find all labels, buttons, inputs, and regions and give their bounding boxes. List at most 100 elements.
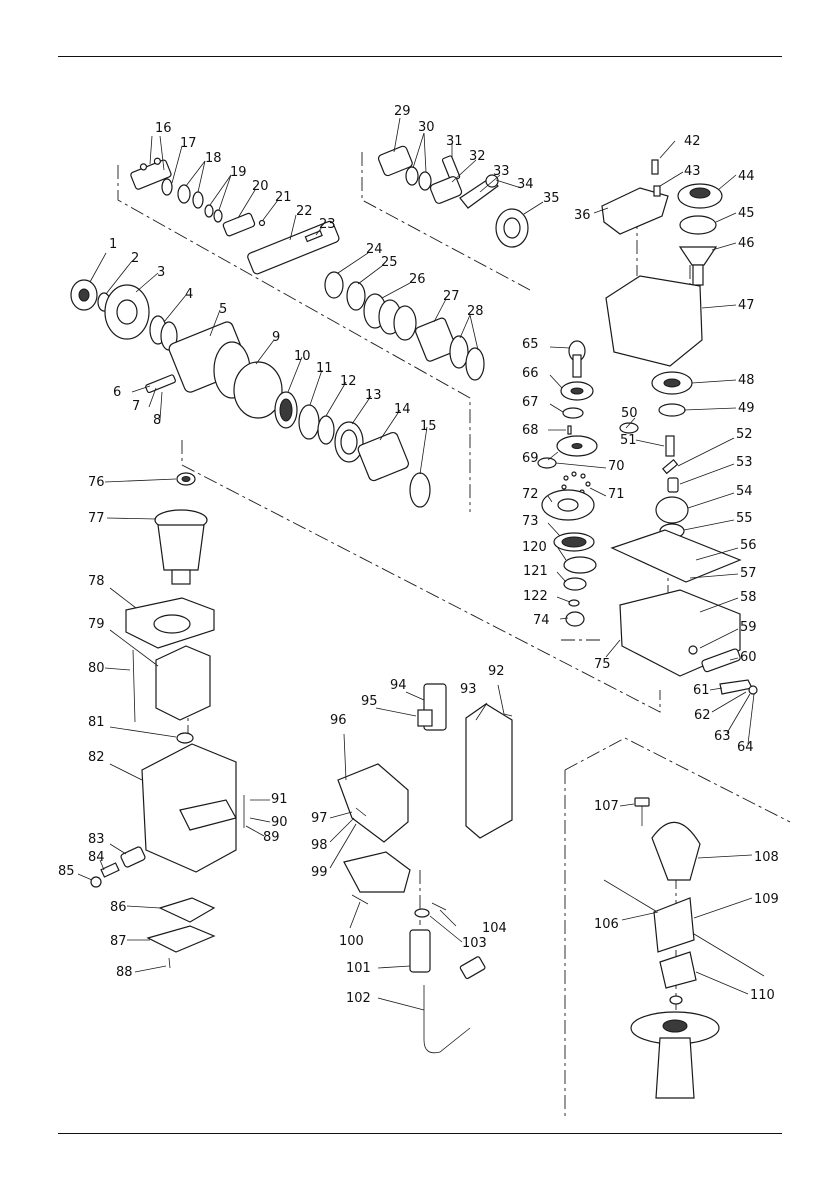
part-label-56: 56 xyxy=(740,538,757,553)
part-label-53: 53 xyxy=(736,455,753,470)
part-label-31: 31 xyxy=(446,134,463,149)
part-label-64: 64 xyxy=(737,740,754,755)
part-label-36: 36 xyxy=(574,208,591,223)
part-label-48: 48 xyxy=(738,373,755,388)
part-label-57: 57 xyxy=(740,566,757,581)
part-label-73: 73 xyxy=(522,514,539,529)
part-label-8: 8 xyxy=(153,413,161,428)
part-label-70: 70 xyxy=(608,459,625,474)
part-number-callouts: 16 17 18 19 20 21 22 23 24 25 26 27 28 2… xyxy=(58,104,779,1006)
part-label-19: 19 xyxy=(230,165,247,180)
part-label-24: 24 xyxy=(366,242,383,257)
part-label-50: 50 xyxy=(621,406,638,421)
part-label-92: 92 xyxy=(488,664,505,679)
part-label-44: 44 xyxy=(738,169,755,184)
part-label-106: 106 xyxy=(594,917,619,932)
part-label-78: 78 xyxy=(88,574,105,589)
part-label-67: 67 xyxy=(522,395,539,410)
part-label-20: 20 xyxy=(252,179,269,194)
part-label-76: 76 xyxy=(88,475,105,490)
part-label-94: 94 xyxy=(390,678,407,693)
part-label-27: 27 xyxy=(443,289,460,304)
part-label-3: 3 xyxy=(157,265,165,280)
part-drawings xyxy=(70,145,765,1099)
part-label-13: 13 xyxy=(365,388,382,403)
part-label-71: 71 xyxy=(608,487,625,502)
part-label-42: 42 xyxy=(684,134,701,149)
part-label-15: 15 xyxy=(420,419,437,434)
part-label-63: 63 xyxy=(714,729,731,744)
top-rule xyxy=(58,56,782,57)
part-label-107: 107 xyxy=(594,799,619,814)
part-label-88: 88 xyxy=(116,965,133,980)
part-label-61: 61 xyxy=(693,683,710,698)
part-label-82: 82 xyxy=(88,750,105,765)
part-label-12: 12 xyxy=(340,374,357,389)
part-label-109: 109 xyxy=(754,892,779,907)
part-label-59: 59 xyxy=(740,620,757,635)
part-label-43: 43 xyxy=(684,164,701,179)
part-label-21: 21 xyxy=(275,190,292,205)
part-label-51: 51 xyxy=(620,433,637,448)
part-label-33: 33 xyxy=(493,164,510,179)
part-label-103: 103 xyxy=(462,936,487,951)
part-label-55: 55 xyxy=(736,511,753,526)
part-label-45: 45 xyxy=(738,206,755,221)
part-label-72: 72 xyxy=(522,487,539,502)
part-label-85: 85 xyxy=(58,864,75,879)
part-label-60: 60 xyxy=(740,650,757,665)
part-label-25: 25 xyxy=(381,255,398,270)
part-label-81: 81 xyxy=(88,715,105,730)
part-label-77: 77 xyxy=(88,511,105,526)
part-label-52: 52 xyxy=(736,427,753,442)
part-label-23: 23 xyxy=(319,217,336,232)
part-label-7: 7 xyxy=(132,399,140,414)
part-label-11: 11 xyxy=(316,361,333,376)
part-label-79: 79 xyxy=(88,617,105,632)
part-label-122: 122 xyxy=(523,589,548,604)
part-label-104: 104 xyxy=(482,921,507,936)
part-label-98: 98 xyxy=(311,838,328,853)
part-label-65: 65 xyxy=(522,337,539,352)
part-label-97: 97 xyxy=(311,811,328,826)
part-label-29: 29 xyxy=(394,104,411,119)
part-label-6: 6 xyxy=(113,385,121,400)
part-label-16: 16 xyxy=(155,121,172,136)
part-label-30: 30 xyxy=(418,120,435,135)
part-label-4: 4 xyxy=(185,287,193,302)
part-label-35: 35 xyxy=(543,191,560,206)
part-label-75: 75 xyxy=(594,657,611,672)
part-label-49: 49 xyxy=(738,401,755,416)
part-label-22: 22 xyxy=(296,204,313,219)
part-label-100: 100 xyxy=(339,934,364,949)
part-label-108: 108 xyxy=(754,850,779,865)
part-label-80: 80 xyxy=(88,661,105,676)
part-label-91: 91 xyxy=(271,792,288,807)
part-label-101: 101 xyxy=(346,961,371,976)
part-label-28: 28 xyxy=(467,304,484,319)
part-label-32: 32 xyxy=(469,149,486,164)
part-label-5: 5 xyxy=(219,302,227,317)
part-label-14: 14 xyxy=(394,402,411,417)
part-label-18: 18 xyxy=(205,151,222,166)
part-label-90: 90 xyxy=(271,815,288,830)
part-label-26: 26 xyxy=(409,272,426,287)
part-label-58: 58 xyxy=(740,590,757,605)
part-label-89: 89 xyxy=(263,830,280,845)
part-label-2: 2 xyxy=(131,251,139,266)
part-label-17: 17 xyxy=(180,136,197,151)
part-label-69: 69 xyxy=(522,451,539,466)
part-label-84: 84 xyxy=(88,850,105,865)
part-label-34: 34 xyxy=(517,177,534,192)
part-label-87: 87 xyxy=(110,934,127,949)
part-label-96: 96 xyxy=(330,713,347,728)
part-label-95: 95 xyxy=(361,694,378,709)
part-label-46: 46 xyxy=(738,236,755,251)
part-label-99: 99 xyxy=(311,865,328,880)
part-label-62: 62 xyxy=(694,708,711,723)
part-label-1: 1 xyxy=(109,237,117,252)
part-label-83: 83 xyxy=(88,832,105,847)
part-label-9: 9 xyxy=(272,330,280,345)
